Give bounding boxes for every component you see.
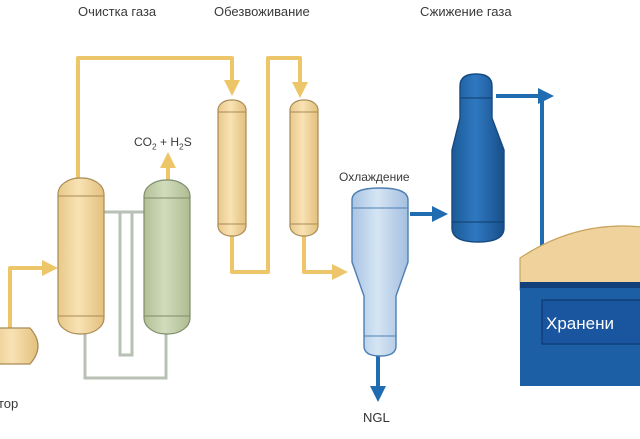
regeneration-loop bbox=[83, 210, 168, 380]
liquefaction-column bbox=[451, 73, 505, 243]
lng-flow-lines bbox=[370, 88, 554, 402]
regeneration-line-outer bbox=[83, 330, 168, 380]
regeneration-line-inner bbox=[104, 210, 134, 357]
separator-label: тор bbox=[0, 396, 19, 411]
acid-gas-plus-h: + H bbox=[156, 135, 180, 149]
dehydration-column-2 bbox=[289, 99, 319, 237]
storage-label: Хранени bbox=[546, 314, 614, 333]
feed-line bbox=[8, 260, 58, 328]
acid-gas-co2: CO bbox=[134, 135, 152, 149]
regenerator-column bbox=[143, 179, 191, 335]
gas-flow-lines bbox=[8, 56, 348, 328]
storage-tank bbox=[519, 225, 640, 386]
acid-gas-label: CO2 + H2S bbox=[134, 135, 192, 151]
acid-gas-h2s-subscript: 2 bbox=[179, 141, 184, 152]
cleaning-to-dehydration-line bbox=[76, 56, 240, 178]
dryer-to-cooler-line bbox=[302, 232, 348, 280]
separator-vessel bbox=[0, 327, 39, 365]
absorber-column bbox=[57, 177, 105, 335]
acid-gas-s: S bbox=[183, 135, 192, 149]
dryer1-to-dryer2-line bbox=[230, 56, 308, 274]
ngl-label: NGL bbox=[363, 410, 390, 425]
dehydration-label: Обезвоживание bbox=[214, 4, 310, 19]
cooling-label: Охлаждение bbox=[339, 170, 410, 184]
gas-cleaning-label: Очистка газа bbox=[78, 4, 157, 19]
gas-liquefaction-label: Сжижение газа bbox=[420, 4, 512, 19]
cooling-separator bbox=[351, 187, 409, 357]
dehydration-column-1 bbox=[217, 99, 247, 237]
acid-gas-co2-subscript: 2 bbox=[152, 141, 157, 152]
